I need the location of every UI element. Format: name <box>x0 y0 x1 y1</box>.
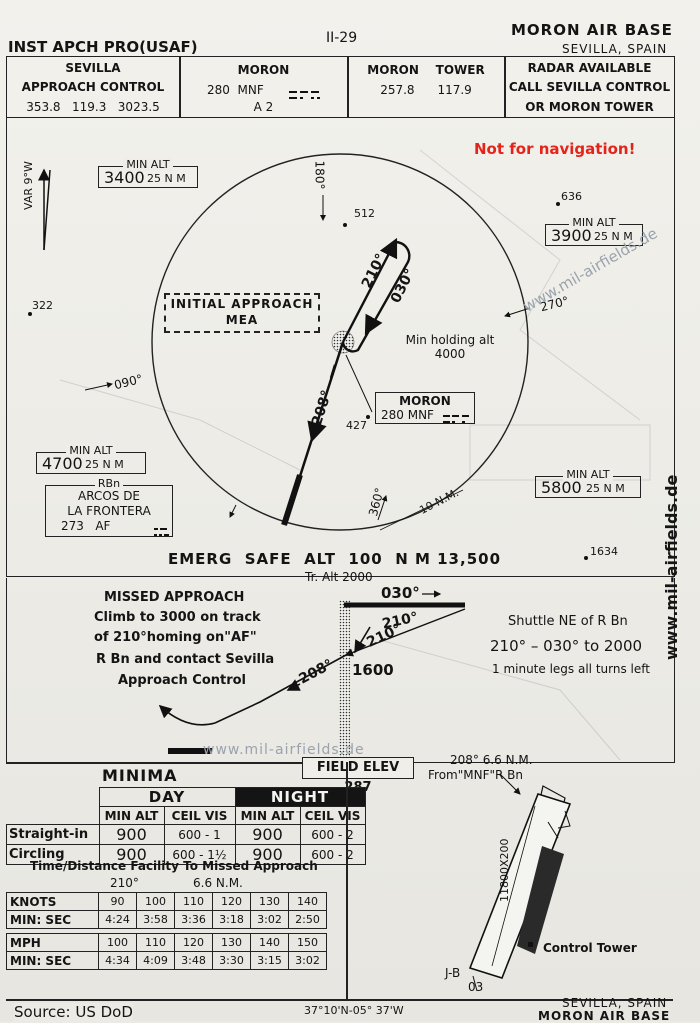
approach-line1: SEVILLA <box>65 61 121 75</box>
source-note: Source: US DoD <box>14 1003 133 1021</box>
apron <box>517 846 564 954</box>
chart-title: INST APCH PRO(USAF) <box>8 38 198 56</box>
mph-row: MPH 100 110 120 130 140 150 <box>6 933 327 952</box>
comm-row: SEVILLA APPROACH CONTROL 353.8 119.3 302… <box>6 56 675 118</box>
minima-table: DAY NIGHT MIN ALT CEIL VIS MIN ALT CEIL … <box>6 787 366 865</box>
divider <box>346 762 348 1000</box>
missed-approach-line5: Approach Control <box>118 673 247 688</box>
divider <box>6 762 346 764</box>
runway-dimensions: 11800X200 <box>498 838 511 902</box>
spot-height-322: 322 <box>32 299 53 312</box>
minima-title: MINIMA <box>102 766 178 785</box>
radar-line3: OR MORON TOWER <box>525 100 654 114</box>
transition-altitude: Tr. Alt 2000 <box>305 570 373 584</box>
moron-freq: 280 MNF <box>207 83 264 97</box>
shuttle-line1: Shuttle NE of R Bn <box>508 614 628 629</box>
missed-approach-line4: R Bn and contact Sevilla <box>96 652 275 667</box>
jet-barrier-label: J-B <box>445 966 461 980</box>
watermark-vertical: www.mil-airfields.de <box>662 474 681 660</box>
missed-approach-line3: of 210°homing on"AF" <box>94 630 257 645</box>
shuttle-line3: 1 minute legs all turns left <box>492 662 650 676</box>
minima-row-straight-in: Straight-in 900 600 - 1 900 600 - 2 <box>6 824 366 845</box>
morse-code-icon <box>154 522 170 541</box>
min-alt-se-box: MIN ALT 5800 25 N M <box>535 468 641 498</box>
radial-180: 180° <box>312 160 327 190</box>
fix-band <box>339 600 350 760</box>
field-elevation: FIELD ELEV 287 <box>302 757 414 795</box>
airport-dist-line1: 208° 6.6 N.M. <box>450 753 533 767</box>
coordinates: 37°10'N-05° 37'W <box>304 1004 404 1017</box>
not-for-navigation-note: Not for navigation! <box>474 140 636 158</box>
spot-height-1634: 1634 <box>590 545 618 558</box>
time-distance: 6.6 N.M. <box>193 876 243 890</box>
moron-facility-box: MORON 280 MNF <box>375 392 475 424</box>
moron-label: MORON <box>237 63 290 77</box>
tower-freqs: 257.8 117.9 <box>380 83 472 97</box>
airport-diagram <box>468 773 572 992</box>
tower-label: MORON TOWER <box>367 63 485 77</box>
initial-approach-box: INITIAL APPROACH MEA <box>164 293 320 333</box>
arcos-rbn-box: RBn ARCOS DE LA FRONTERA 273 AF <box>45 477 173 537</box>
min-alt-ne-box: MIN ALT 3900 25 N M <box>545 216 643 246</box>
divider <box>504 57 506 117</box>
spot-height-427: 427 <box>346 419 367 432</box>
divider <box>179 57 181 117</box>
moron-code: A 2 <box>253 100 274 114</box>
airport-location: SEVILLA, SPAIN <box>562 42 668 56</box>
shuttle-line2: 210° – 030° to 2000 <box>490 637 643 655</box>
missed-approach-path <box>214 654 347 724</box>
min-alt-nw-box: MIN ALT 3400 25 N M <box>98 158 198 188</box>
plan-view <box>6 116 675 577</box>
time-distance-table: KNOTS 90 100 110 120 130 140 MIN: SEC 4:… <box>6 892 327 970</box>
page-number: II-29 <box>326 30 358 46</box>
spot-height-512: 512 <box>354 207 375 220</box>
plan-view-graphics <box>28 149 651 760</box>
morse-code-icon <box>443 410 471 429</box>
time-course: 210° <box>110 876 139 890</box>
divider <box>347 57 349 117</box>
holding-alt-value: 4000 <box>434 347 466 361</box>
footer-airport-name: MORON AIR BASE <box>538 1009 671 1023</box>
runway <box>468 793 572 979</box>
watermark-bottom: www.mil-airfields.de <box>203 742 365 758</box>
airport-dist-line2: From"MNF"R Bn <box>428 768 523 782</box>
magnetic-variation: VAR 9°W <box>22 161 35 210</box>
airport-name: MORON AIR BASE <box>511 21 673 39</box>
approach-freqs: 353.8 119.3 3023.5 <box>26 100 160 114</box>
radar-line1: RADAR AVAILABLE <box>527 61 652 75</box>
emergency-safe-altitude: EMERG SAFE ALT 100 N M 13,500 <box>168 550 501 568</box>
footer-location: SEVILLA, SPAIN <box>562 996 668 1010</box>
profile-1600: 1600 <box>352 661 394 679</box>
radar-line2: CALL SEVILLA CONTROL <box>508 80 671 94</box>
profile-030: 030° <box>381 584 420 602</box>
holding-pattern <box>341 240 411 353</box>
morse-code-icon <box>289 86 323 105</box>
divider <box>6 999 673 1001</box>
time-distance-title: Time/Distance Facility To Missed Approac… <box>30 859 318 873</box>
control-tower-label: Control Tower <box>543 941 637 955</box>
minima-row-circling: Circling 900 600 - 1½ 900 600 - 2 <box>6 844 366 865</box>
holding-alt-label: Min holding alt <box>405 333 495 347</box>
missed-approach-line2: Climb to 3000 on track <box>94 610 261 625</box>
spot-height-636: 636 <box>561 190 582 203</box>
missed-approach-title: MISSED APPROACH <box>104 590 245 605</box>
knots-time-row: MIN: SEC 4:24 3:58 3:36 3:18 3:02 2:50 <box>6 910 327 929</box>
runway-end-label: 03 <box>468 980 484 994</box>
mph-time-row: MIN: SEC 4:34 4:09 3:48 3:30 3:15 3:02 <box>6 951 327 970</box>
radius-circle <box>151 153 529 531</box>
min-alt-sw-box: MIN ALT 4700 25 N M <box>36 444 146 474</box>
knots-row: KNOTS 90 100 110 120 130 140 <box>6 892 327 911</box>
approach-line2: APPROACH CONTROL <box>21 80 165 94</box>
